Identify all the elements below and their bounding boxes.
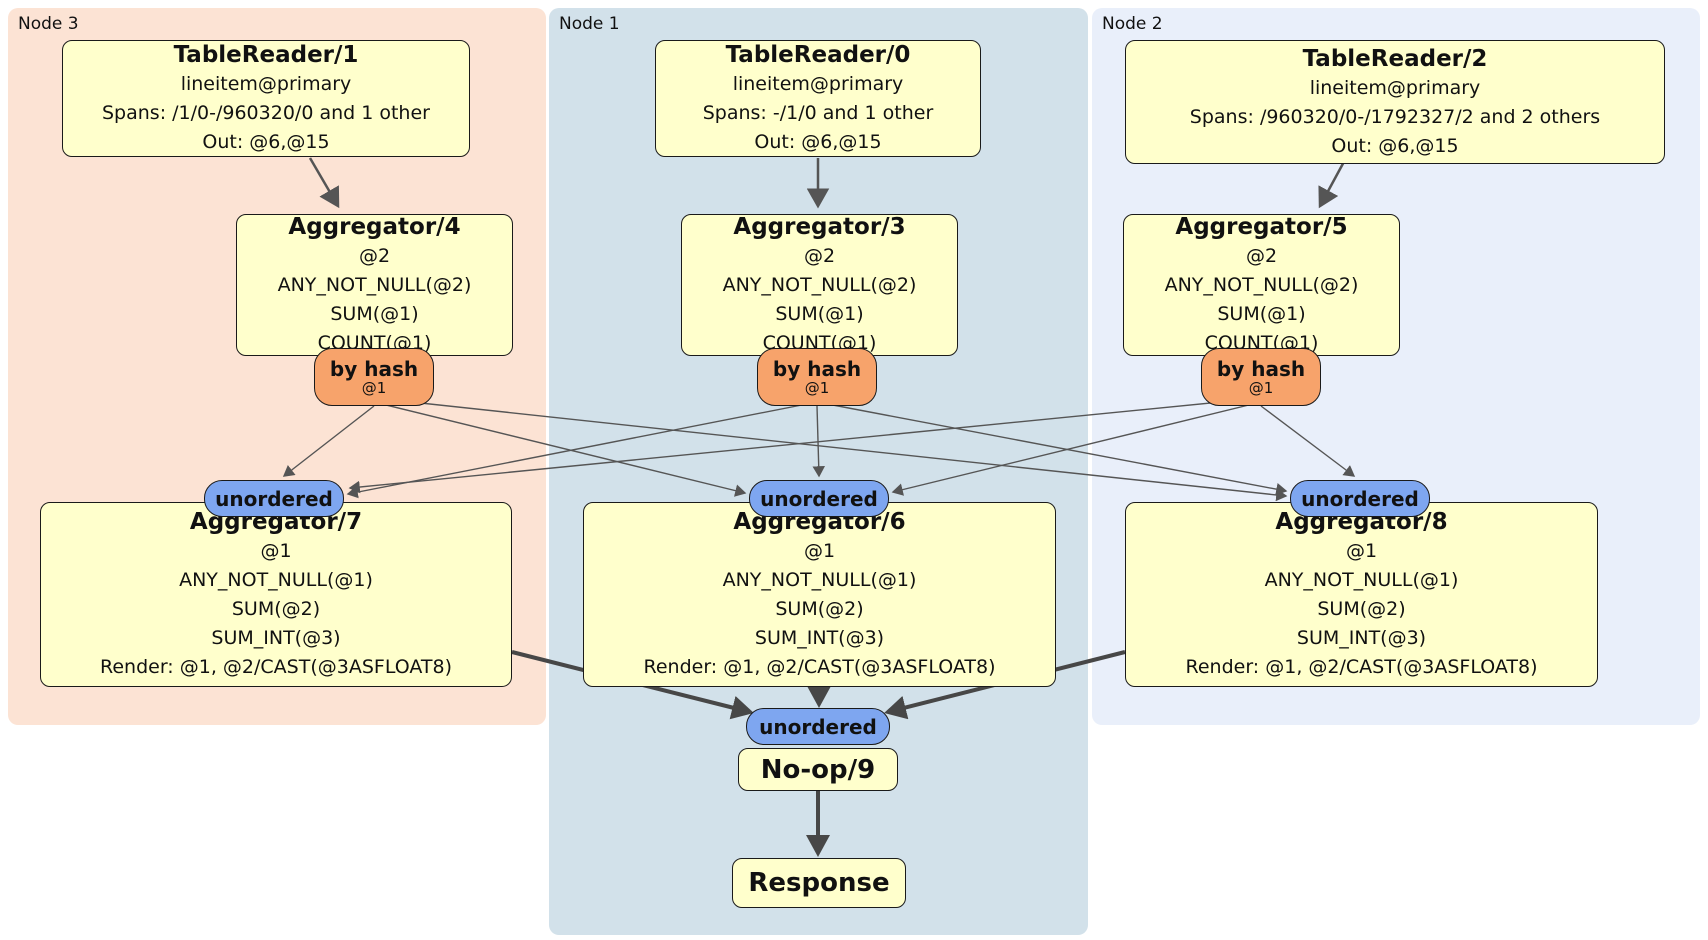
aggregator-5-box: Aggregator/5 @2 ANY_NOT_NULL(@2) SUM(@1)…: [1123, 214, 1400, 356]
unordered-sync-node1: unordered: [749, 480, 889, 517]
aggregator-render: Render: @1, @2/CAST(@3ASFLOAT8): [643, 656, 996, 678]
aggregator-fn: SUM_INT(@3): [754, 627, 885, 649]
aggregator-6-box: Aggregator/6 @1 ANY_NOT_NULL(@1) SUM(@2)…: [583, 502, 1056, 687]
aggregator-fn: SUM(@1): [330, 303, 419, 325]
node2-region-label: Node 2: [1102, 14, 1163, 34]
table-reader-2-box: TableReader/2 lineitem@primary Spans: /9…: [1125, 40, 1665, 164]
aggregator-fn: SUM(@1): [775, 303, 864, 325]
edge-router2-sync3: [348, 397, 1262, 494]
router-label: by hash: [772, 356, 862, 381]
edge-router1-sync2: [816, 401, 1288, 496]
edge-router2-sync1: [891, 401, 1262, 496]
aggregator-fn: SUM(@2): [1317, 598, 1406, 620]
aggregator-fn: ANY_NOT_NULL(@1): [1264, 569, 1459, 591]
node1-region-label: Node 1: [559, 14, 620, 34]
edge-router2-sync2: [1260, 405, 1356, 477]
table-reader-spans: Spans: /960320/0-/1792327/2 and 2 others: [1189, 105, 1601, 128]
unordered-sync-node2: unordered: [1290, 480, 1430, 517]
aggregator-fn: SUM_INT(@3): [1296, 627, 1427, 649]
table-reader-index: lineitem@primary: [732, 73, 904, 95]
processor-title: Response: [748, 868, 890, 898]
table-reader-out: Out: @6,@15: [754, 131, 882, 153]
aggregator-fn: ANY_NOT_NULL(@1): [722, 569, 917, 591]
unordered-sync-final: unordered: [746, 708, 890, 745]
table-reader-out: Out: @6,@15: [202, 131, 330, 153]
aggregator-4-box: Aggregator/4 @2 ANY_NOT_NULL(@2) SUM(@1)…: [236, 214, 513, 356]
router-label: by hash: [329, 356, 419, 381]
processor-title: TableReader/2: [1302, 45, 1488, 72]
router-key: @1: [361, 378, 387, 397]
table-reader-index: lineitem@primary: [1309, 76, 1481, 99]
aggregator-group-cols: @1: [803, 540, 836, 562]
sync-label: unordered: [215, 486, 333, 511]
edge-router3-sync3: [282, 405, 375, 477]
processor-title: Aggregator/5: [1175, 214, 1348, 240]
router-key: @1: [804, 378, 830, 397]
processor-title: Aggregator/4: [288, 214, 461, 240]
edge-tr1-agg4: [308, 157, 340, 209]
aggregator-fn: SUM(@1): [1217, 303, 1306, 325]
unordered-sync-node3: unordered: [204, 480, 344, 517]
table-reader-out: Out: @6,@15: [1331, 134, 1459, 157]
edge-router3-sync1: [373, 401, 747, 497]
aggregator-group-cols: @1: [260, 540, 292, 562]
aggregator-fn: ANY_NOT_NULL(@2): [277, 274, 472, 296]
table-reader-spans: Spans: -/1/0 and 1 other: [702, 102, 934, 124]
processor-title: Aggregator/3: [733, 214, 906, 240]
aggregator-3-box: Aggregator/3 @2 ANY_NOT_NULL(@2) SUM(@1)…: [681, 214, 958, 356]
aggregator-fn: ANY_NOT_NULL(@2): [722, 274, 917, 296]
aggregator-render: Render: @1, @2/CAST(@3ASFLOAT8): [1185, 656, 1538, 678]
hash-router-node1: by hash @1: [757, 348, 877, 406]
aggregator-render: Render: @1, @2/CAST(@3ASFLOAT8): [100, 656, 452, 678]
node3-region-label: Node 3: [18, 14, 79, 34]
processor-title: TableReader/0: [725, 42, 911, 68]
router-label: by hash: [1216, 356, 1306, 381]
processor-title: TableReader/1: [173, 42, 359, 68]
aggregator-fn: ANY_NOT_NULL(@1): [179, 569, 373, 591]
aggregator-group-cols: @2: [803, 245, 836, 267]
hash-router-node2: by hash @1: [1201, 348, 1321, 406]
aggregator-fn: SUM(@2): [775, 598, 864, 620]
sync-label: unordered: [760, 486, 878, 511]
aggregator-7-box: Aggregator/7 @1 ANY_NOT_NULL(@1) SUM(@2)…: [40, 502, 512, 687]
processor-title: No-op/9: [760, 754, 876, 785]
aggregator-group-cols: @1: [1345, 540, 1378, 562]
edge-tr2-agg5: [1318, 157, 1348, 209]
sync-label: unordered: [1301, 486, 1419, 511]
table-reader-0-box: TableReader/0 lineitem@primary Spans: -/…: [655, 40, 981, 157]
table-reader-spans: Spans: /1/0-/960320/0 and 1 other: [102, 102, 430, 124]
edge-router1-sync3: [346, 401, 818, 499]
aggregator-fn: SUM(@2): [231, 598, 321, 620]
router-key: @1: [1248, 378, 1274, 397]
edge-router1-sync1: [812, 405, 826, 478]
response-box: Response: [732, 858, 906, 908]
aggregator-group-cols: @2: [1245, 245, 1278, 267]
noop-box: No-op/9: [738, 748, 898, 791]
table-reader-index: lineitem@primary: [180, 73, 352, 95]
table-reader-1-box: TableReader/1 lineitem@primary Spans: /1…: [62, 40, 470, 157]
aggregator-fn: SUM_INT(@3): [211, 627, 341, 649]
aggregator-fn: ANY_NOT_NULL(@2): [1164, 274, 1359, 296]
aggregator-group-cols: @2: [358, 245, 391, 267]
sync-label: unordered: [759, 714, 877, 739]
edge-router3-sync2: [373, 397, 1288, 502]
hash-router-node3: by hash @1: [314, 348, 434, 406]
aggregator-8-box: Aggregator/8 @1 ANY_NOT_NULL(@1) SUM(@2)…: [1125, 502, 1598, 687]
